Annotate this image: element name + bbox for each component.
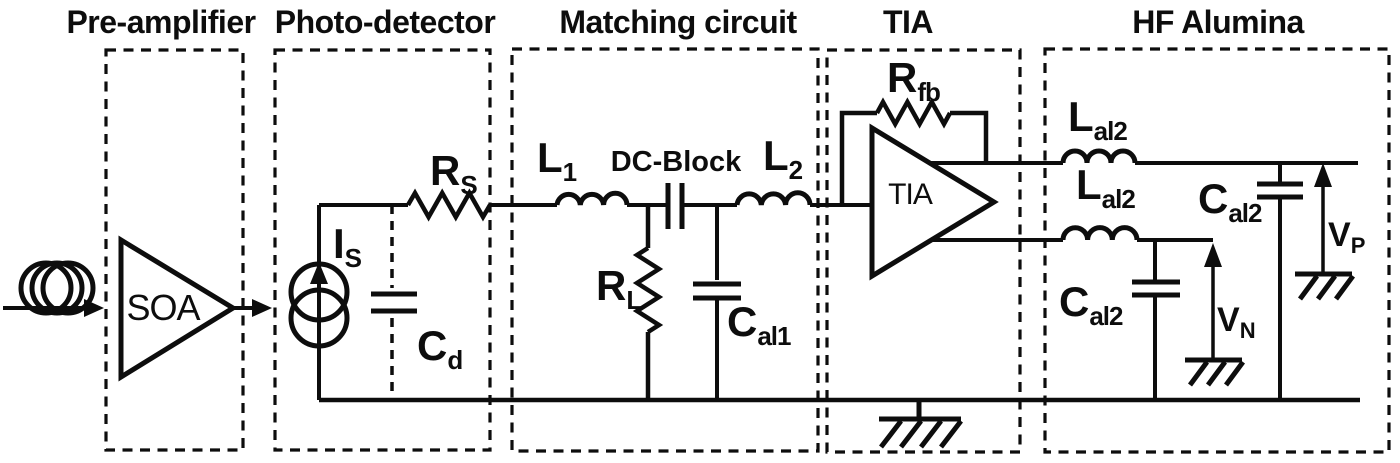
label-vp: VP [1328,216,1366,258]
label-rl: RL [596,262,642,315]
input-arrowhead-icon [84,299,104,317]
tia-label: TIA [888,178,933,211]
dc-block-capacitor-icon [665,183,685,229]
vn-arrow-icon [1185,243,1246,387]
label-lal2-top: Lal2 [1068,93,1128,146]
label-is: IS [333,220,362,273]
photo-detector-box [273,48,492,452]
label-l2: L2 [763,132,803,185]
cal2-bottom-capacitor-icon [1132,240,1180,400]
section-title-hf-alumina: HF Alumina [1132,4,1304,40]
section-boxes [104,47,1391,454]
cd-capacitor-icon [371,205,417,400]
soa-amplifier-icon [118,235,238,382]
section-title-tia: TIA [882,4,934,40]
soa-output-arrowhead-icon [252,299,272,317]
hf-alumina-box [1043,47,1391,454]
current-source-icon [288,205,350,400]
rfb-feedback-icon [839,97,989,205]
matching-circuit-box [510,47,820,453]
fiber-coil-icon [18,260,96,316]
soa-label: SOA [126,287,200,328]
l2-inductor-icon [734,190,813,206]
label-cal2-bottom: Cal2 [1059,278,1124,331]
section-title-matching-circuit: Matching circuit [559,4,797,40]
label-lal2-bottom: Lal2 [1076,161,1136,214]
cal1-capacitor-icon [693,205,741,400]
label-cal1: Cal1 [727,298,792,351]
label-cal2-top: Cal2 [1198,175,1263,228]
label-dc-block: DC-Block [610,146,742,178]
label-cd: Cd [417,322,463,375]
l1-inductor-icon [554,190,630,206]
label-l1: L1 [537,134,577,187]
pre-amplifier-box [104,48,245,452]
vp-arrow-icon [1295,163,1356,301]
tia-box [825,48,1022,454]
rs-resistor-icon [406,188,492,222]
cal2-top-capacitor-icon [1257,163,1303,400]
lal2-top-inductor-icon [1060,148,1138,164]
label-vn: VN [1217,301,1256,343]
rl-resistor-icon [632,205,664,400]
section-title-pre-amplifier: Pre-amplifier [66,4,256,40]
lal2-bottom-inductor-icon [1060,225,1140,241]
section-title-photo-detector: Photo-detector [274,4,496,40]
tia-ground-icon [879,400,963,449]
label-rs: RS [430,147,478,200]
label-rfb: Rfb [887,54,941,107]
current-arrowhead-icon [310,262,328,284]
